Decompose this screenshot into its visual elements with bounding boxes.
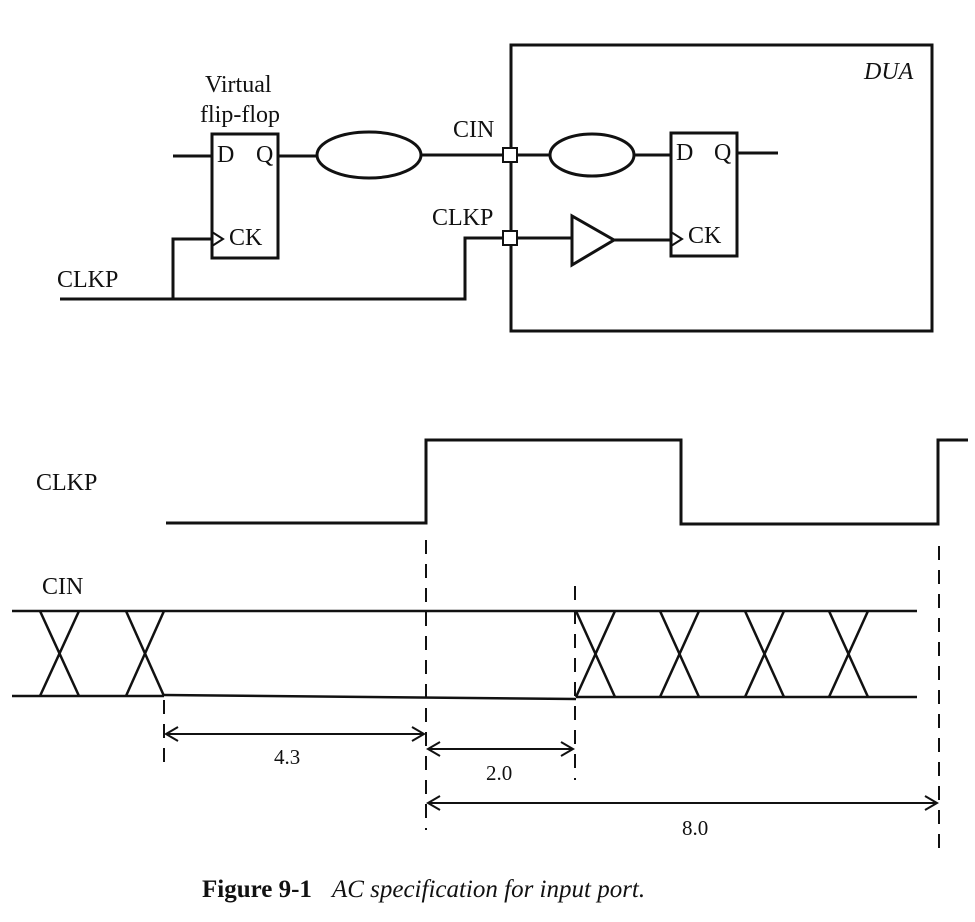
cin-transition-marks-left (38, 610, 166, 697)
clkp-waveform (166, 438, 968, 526)
virtual-ff-q-pin: Q (256, 142, 273, 168)
dimension-setup (164, 726, 426, 742)
dimension-setup-label: 4.3 (274, 745, 300, 769)
virtual-ff-label-line1: Virtual (205, 72, 272, 98)
figure-caption-text: AC specification for input port. (330, 876, 645, 903)
figure-number: Figure 9-1 (202, 876, 312, 903)
virtual-flip-flop (210, 132, 280, 260)
dimension-period (426, 795, 939, 811)
clock-buffer (570, 213, 617, 268)
virtual-ff-clock-triangle (211, 231, 225, 247)
clkp-port-pad (502, 230, 518, 246)
clkp-external-net (60, 236, 503, 301)
dua-ff-d-pin: D (676, 140, 693, 166)
cin-port-pad (502, 147, 518, 163)
timing-diagram: CLKP CIN (12, 438, 968, 850)
cin-port-label: CIN (453, 117, 494, 143)
virtual-ff-d-pin: D (217, 142, 234, 168)
dua-ff-clock-triangle (670, 231, 684, 247)
cin-transition-marks-right (574, 610, 870, 698)
clkp-to-virtual-ff-net (171, 237, 212, 299)
dua-label: DUA (863, 59, 914, 85)
clkp-port-label: CLKP (432, 205, 493, 231)
dimension-period-label: 8.0 (682, 816, 708, 840)
delay-element-internal (548, 132, 636, 178)
dua-ff-q-pin: Q (714, 140, 731, 166)
clkp-input-label: CLKP (57, 267, 118, 293)
cin-bus-bottom-stable (163, 693, 577, 701)
virtual-ff-label-line2: flip-flop (200, 102, 280, 128)
dimension-hold (426, 741, 575, 757)
dua-box (509, 43, 934, 333)
dua-ff-ck-pin: CK (688, 223, 722, 249)
virtual-ff-ck-pin: CK (229, 225, 263, 251)
figure-caption: Figure 9-1 AC specification for input por… (202, 876, 645, 903)
circuit-schematic: DUA Virtual flip-flop D Q CK CIN D Q CK … (57, 43, 934, 333)
cin-waveform-label: CIN (42, 574, 83, 600)
delay-element-external (315, 130, 423, 180)
dua-flip-flop (669, 131, 739, 258)
dimension-hold-label: 2.0 (486, 761, 512, 785)
clkp-waveform-label: CLKP (36, 470, 97, 496)
